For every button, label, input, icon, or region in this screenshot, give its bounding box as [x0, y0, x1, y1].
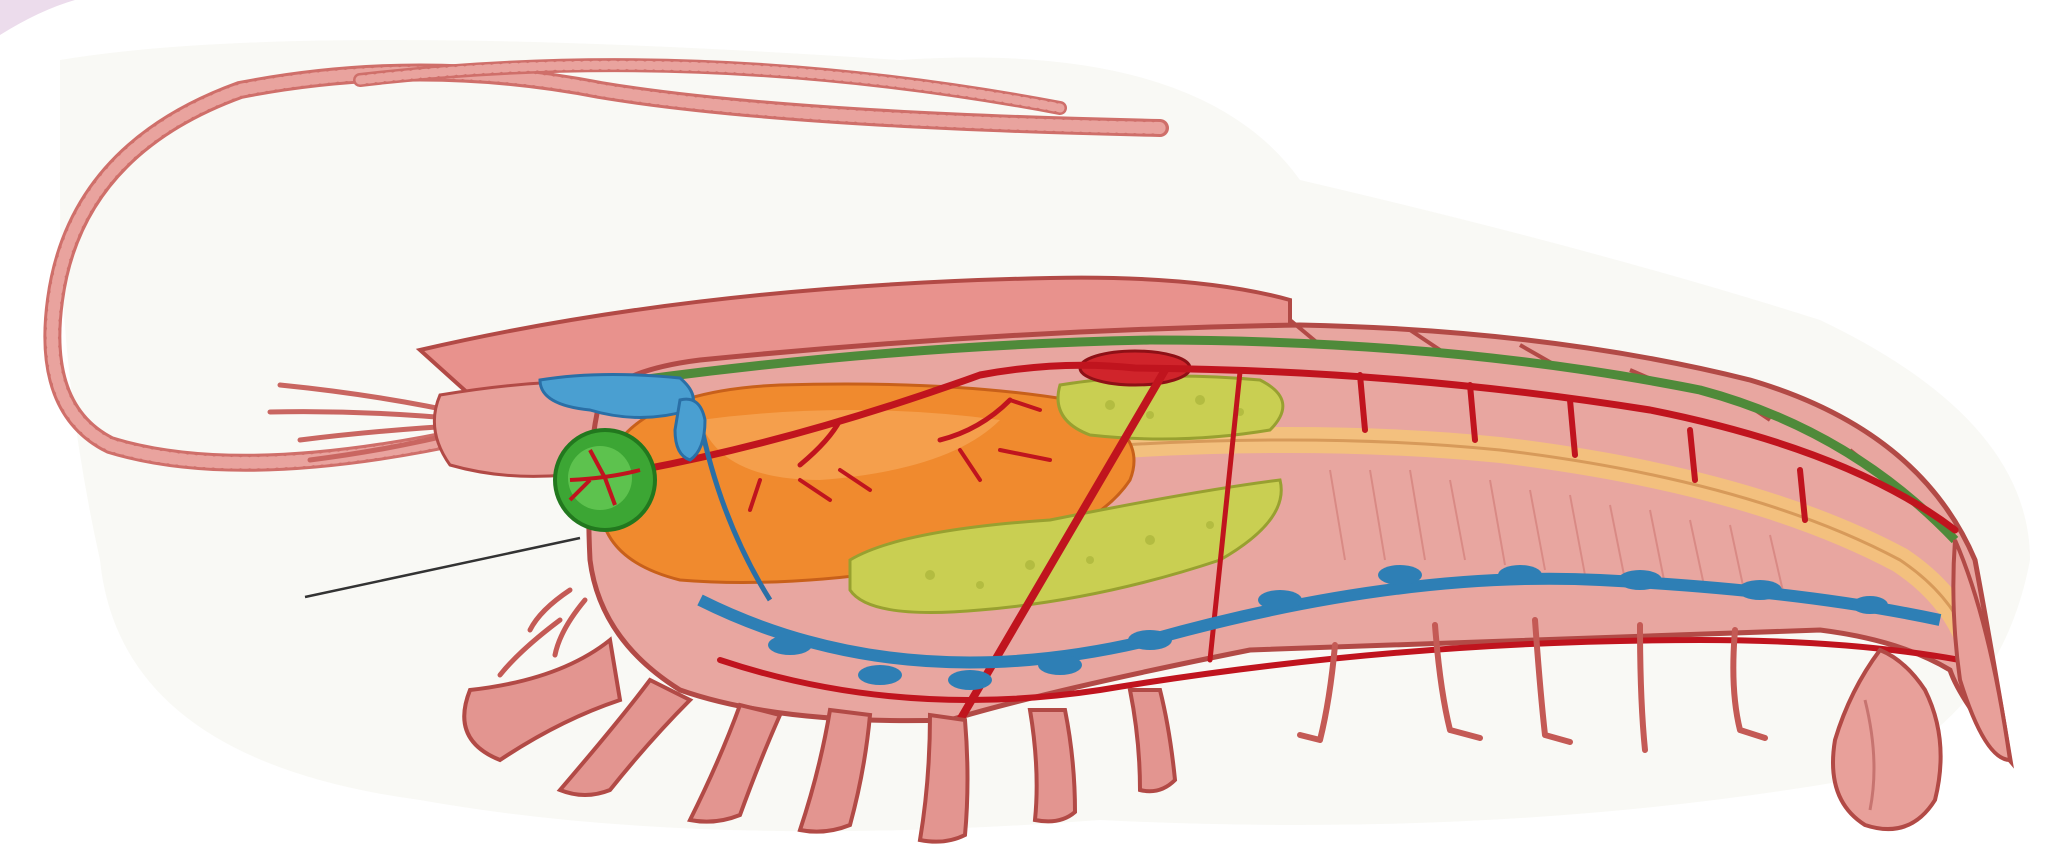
gonad-upper [1058, 376, 1283, 439]
corner-decoration [0, 0, 75, 35]
